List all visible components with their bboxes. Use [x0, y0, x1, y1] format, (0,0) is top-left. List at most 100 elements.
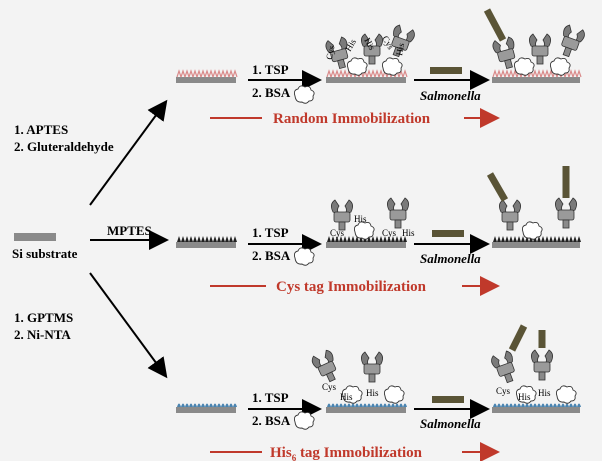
svg-text:His: His [366, 388, 379, 398]
linker-tooth [209, 403, 213, 407]
linker-tooth [537, 236, 541, 242]
top-step-2: 2. Gluteraldehyde [14, 139, 114, 154]
linker-tooth [367, 236, 371, 242]
linker-tooth [391, 403, 395, 407]
linker-tooth [185, 236, 189, 242]
middle-salmonella-label: Salmonella [420, 251, 481, 266]
linker-tooth [493, 403, 497, 407]
linker-tooth [549, 403, 553, 407]
linker-tooth [540, 69, 546, 78]
linker-tooth [339, 403, 343, 407]
linker-tooth [517, 236, 521, 242]
top-salmonella-bound [483, 8, 507, 42]
linker-tooth [367, 403, 371, 407]
linker-tooth [339, 236, 343, 242]
linker-tooth [217, 403, 221, 407]
svg-text:His: His [538, 388, 551, 398]
si-substrate-bar [14, 233, 56, 241]
linker-tooth [513, 236, 517, 242]
linker-tooth [189, 403, 193, 407]
top-substrate-3 [492, 77, 580, 83]
linker-tooth [403, 403, 407, 407]
linker-tooth [342, 69, 348, 78]
linker-tooth [395, 403, 399, 407]
linker-tooth [196, 69, 202, 78]
linker-tooth [576, 69, 582, 78]
svg-text:Cys: Cys [496, 386, 511, 396]
linker-tooth [209, 236, 213, 242]
linker-tooth [213, 403, 217, 407]
linker-tooth [359, 403, 363, 407]
bottom-substrate-2 [326, 407, 406, 413]
linker-tooth [505, 236, 509, 242]
bottom-step-2: 2. Ni-NTA [14, 327, 71, 342]
linker-tooth [573, 236, 577, 242]
linker-tooth [205, 403, 209, 407]
bottom-row: 1. TSP 2. BSA Cys His His Salmonella Cys… [176, 324, 581, 461]
bottom-substrate-3 [492, 407, 580, 413]
linker-tooth [233, 236, 237, 242]
linker-tooth [509, 236, 513, 242]
linker-tooth [192, 69, 198, 78]
arrow-to-top [89, 99, 168, 206]
linker-tooth [525, 236, 529, 242]
linker-tooth [327, 403, 331, 407]
bottom-substrate-1 [176, 407, 236, 413]
top-title: Random Immobilization [273, 111, 431, 127]
middle-row: 1. TSP 2. BSA Cys His Cys His Salmonella… [176, 166, 581, 296]
svg-text:His: His [518, 392, 531, 402]
linker-tooth [181, 403, 185, 407]
bottom-bsa: 2. BSA [252, 413, 291, 428]
linker-tooth [351, 403, 355, 407]
linker-tooth [553, 236, 557, 242]
middle-bsa: 2. BSA [252, 248, 291, 263]
linker-tooth [371, 236, 375, 242]
linker-tooth [221, 236, 225, 242]
linker-tooth [197, 403, 201, 407]
linker-tooth [217, 236, 221, 242]
linker-tooth [545, 236, 549, 242]
middle-linker-1 [177, 236, 237, 242]
bottom-linker-3 [493, 403, 581, 407]
linker-tooth [200, 69, 206, 78]
linker-tooth [505, 403, 509, 407]
linker-tooth [220, 69, 226, 78]
linker-tooth [232, 69, 238, 78]
linker-tooth [374, 69, 380, 78]
linker-tooth [501, 403, 505, 407]
linker-tooth [512, 69, 518, 78]
linker-tooth [331, 403, 335, 407]
middle-tsp: 1. TSP [252, 225, 289, 240]
bottom-step-1: 1. GPTMS [14, 310, 73, 325]
linker-tooth [359, 236, 363, 242]
top-salmonella-label: Salmonella [420, 88, 481, 103]
linker-tooth [335, 236, 339, 242]
linker-tooth [335, 403, 339, 407]
bottom-title: His6 tag Immobilization [270, 445, 423, 461]
bottom-linker-2 [327, 403, 407, 407]
top-row: 1. TSP 2. BSA Cys His His Cys His Salmon… [176, 8, 587, 128]
linker-tooth [378, 69, 384, 78]
linker-tooth [565, 236, 569, 242]
svg-text:His: His [402, 228, 415, 238]
svg-text:His: His [340, 392, 353, 402]
bottom-tsp: 1. TSP [252, 390, 289, 405]
linker-tooth [561, 236, 565, 242]
substrate-label: Si substrate [12, 246, 78, 261]
linker-tooth [224, 69, 230, 78]
linker-tooth [577, 236, 581, 242]
linker-tooth [383, 236, 387, 242]
linker-tooth [569, 236, 573, 242]
linker-tooth [548, 69, 554, 78]
linker-tooth [387, 403, 391, 407]
linker-tooth [347, 403, 351, 407]
linker-tooth [568, 69, 574, 78]
linker-tooth [529, 403, 533, 407]
linker-tooth [197, 236, 201, 242]
linker-tooth [565, 403, 569, 407]
linker-tooth [391, 236, 395, 242]
linker-tooth [188, 69, 194, 78]
top-substrate-2 [326, 77, 406, 83]
